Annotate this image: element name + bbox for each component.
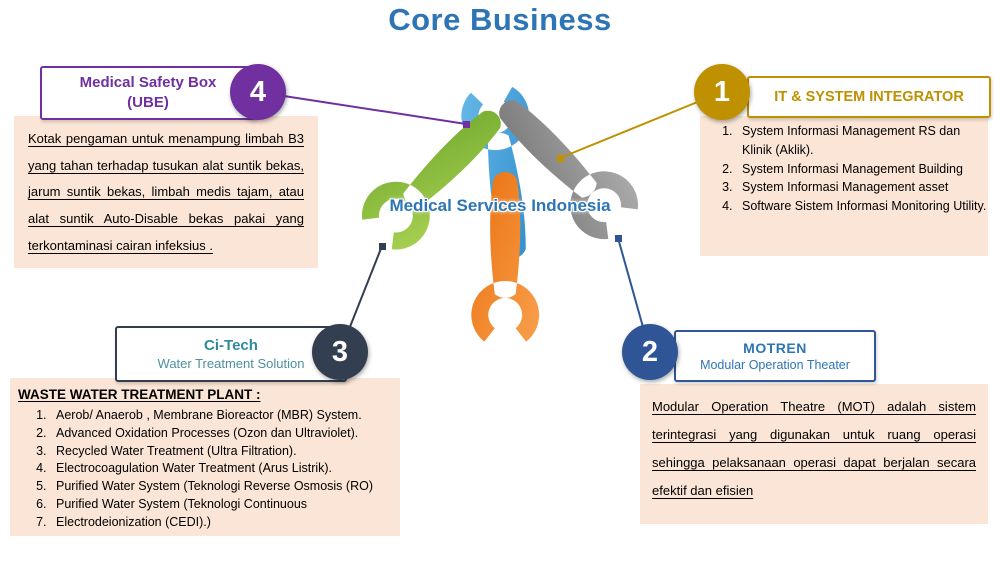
citech-title: Ci-Tech bbox=[204, 337, 258, 354]
safety-box-title-line1: Medical Safety Box bbox=[79, 73, 217, 91]
citech-list: Aerob/ Anaerob , Membrane Bioreactor (MB… bbox=[10, 407, 400, 531]
safety-box-panel: Kotak pengaman untuk menampung limbah B3… bbox=[14, 116, 318, 268]
list-item: System Informasi Management RS dan Klini… bbox=[736, 122, 988, 160]
citech-heading: WASTE WATER TREATMENT PLANT : bbox=[18, 387, 261, 402]
safety-box-body: Kotak pengaman untuk menampung limbah B3… bbox=[28, 131, 304, 253]
citech-label: Ci-Tech Water Treatment Solution bbox=[115, 326, 347, 382]
it-integrator-list: System Informasi Management RS dan Klini… bbox=[700, 122, 988, 216]
it-integrator-panel: System Informasi Management RS dan Klini… bbox=[700, 116, 988, 256]
motren-panel: Modular Operation Theatre (MOT) adalah s… bbox=[640, 384, 988, 524]
motren-title: MOTREN bbox=[743, 340, 807, 356]
list-item: Electrocoagulation Water Treatment (Arus… bbox=[50, 460, 400, 478]
list-item: Recycled Water Treatment (Ultra Filtrati… bbox=[50, 443, 400, 461]
motren-body: Modular Operation Theatre (MOT) adalah s… bbox=[652, 399, 976, 498]
motren-subtitle: Modular Operation Theater bbox=[700, 358, 850, 372]
number-badge-1: 1 bbox=[694, 64, 750, 120]
number-badge-3: 3 bbox=[312, 324, 368, 380]
list-item: System Informasi Management Building bbox=[736, 160, 988, 179]
motren-label: MOTREN Modular Operation Theater bbox=[674, 330, 876, 382]
list-item: Aerob/ Anaerob , Membrane Bioreactor (MB… bbox=[50, 407, 400, 425]
list-item: Electrodeionization (CEDI).) bbox=[50, 514, 400, 532]
list-item: Advanced Oxidation Processes (Ozon dan U… bbox=[50, 425, 400, 443]
citech-subtitle: Water Treatment Solution bbox=[157, 356, 305, 371]
page-title: Core Business bbox=[388, 2, 612, 37]
citech-panel: WASTE WATER TREATMENT PLANT : Aerob/ Ana… bbox=[10, 378, 400, 536]
list-item: Software Sistem Informasi Monitoring Uti… bbox=[736, 197, 988, 216]
number-badge-4: 4 bbox=[230, 64, 286, 120]
safety-box-label: Medical Safety Box (UBE) bbox=[40, 66, 256, 120]
it-integrator-label: IT & SYSTEM INTEGRATOR bbox=[747, 76, 991, 118]
number-badge-2: 2 bbox=[622, 324, 678, 380]
list-item: Purified Water System (Teknologi Reverse… bbox=[50, 478, 400, 496]
it-integrator-title: IT & SYSTEM INTEGRATOR bbox=[774, 89, 964, 105]
list-item: System Informasi Management asset bbox=[736, 178, 988, 197]
center-label: Medical Services Indonesia bbox=[389, 196, 611, 215]
safety-box-title-line2: (UBE) bbox=[127, 94, 169, 111]
list-item: Purified Water System (Teknologi Continu… bbox=[50, 496, 400, 514]
